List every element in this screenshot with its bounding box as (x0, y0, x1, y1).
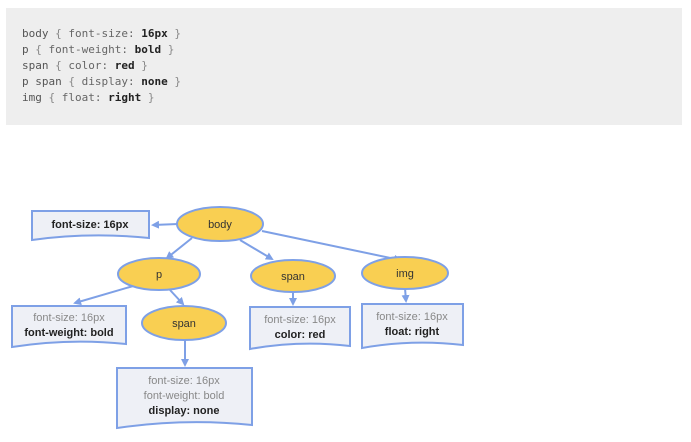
style-note-body: font-size: 16px (31, 210, 150, 242)
node-img: img (361, 256, 449, 290)
note-body-line: font-size: 16px (51, 219, 129, 231)
node-img-label: img (396, 268, 414, 280)
node-p-span-label: span (172, 318, 196, 330)
style-note-p: font-size: 16px font-weight: bold (11, 305, 127, 349)
edge-body-img (261, 230, 402, 263)
node-span: span (250, 259, 336, 293)
node-body: body (176, 206, 264, 242)
code-line: img { float: right } (22, 91, 155, 104)
node-span-label: span (281, 271, 305, 283)
note-span-own: color: red (275, 329, 326, 341)
note-pspan-own: display: none (149, 405, 220, 417)
edge-p-span (169, 289, 185, 306)
note-span-inherited: font-size: 16px (264, 314, 336, 326)
note-p-inherited: font-size: 16px (33, 312, 105, 324)
tree-edges (73, 220, 410, 367)
code-line: p span { display: none } (22, 75, 181, 88)
node-body-label: body (208, 219, 232, 231)
edge-body-note (151, 220, 179, 229)
edge-body-p (165, 237, 193, 260)
note-p-own: font-weight: bold (24, 327, 113, 339)
note-img-own: float: right (385, 326, 440, 338)
edge-body-span (239, 239, 274, 261)
node-p: p (117, 257, 201, 291)
edge-img-note (401, 287, 410, 303)
node-p-label: p (156, 269, 162, 281)
node-p-span: span (141, 305, 227, 341)
note-img-inherited: font-size: 16px (376, 311, 448, 323)
style-note-span: font-size: 16px color: red (249, 306, 351, 351)
note-pspan-inherited-1: font-size: 16px (148, 375, 220, 387)
css-code-block: body { font-size: 16px } p { font-weight… (6, 8, 682, 125)
style-note-p-span: font-size: 16px font-weight: bold displa… (116, 367, 253, 430)
style-note-img: font-size: 16px float: right (361, 303, 464, 350)
code-line: p { font-weight: bold } (22, 43, 175, 56)
code-line: body { font-size: 16px } (22, 27, 181, 40)
code-line: span { color: red } (22, 59, 148, 72)
note-pspan-inherited-2: font-weight: bold (144, 390, 225, 402)
edge-p-note (73, 283, 141, 306)
